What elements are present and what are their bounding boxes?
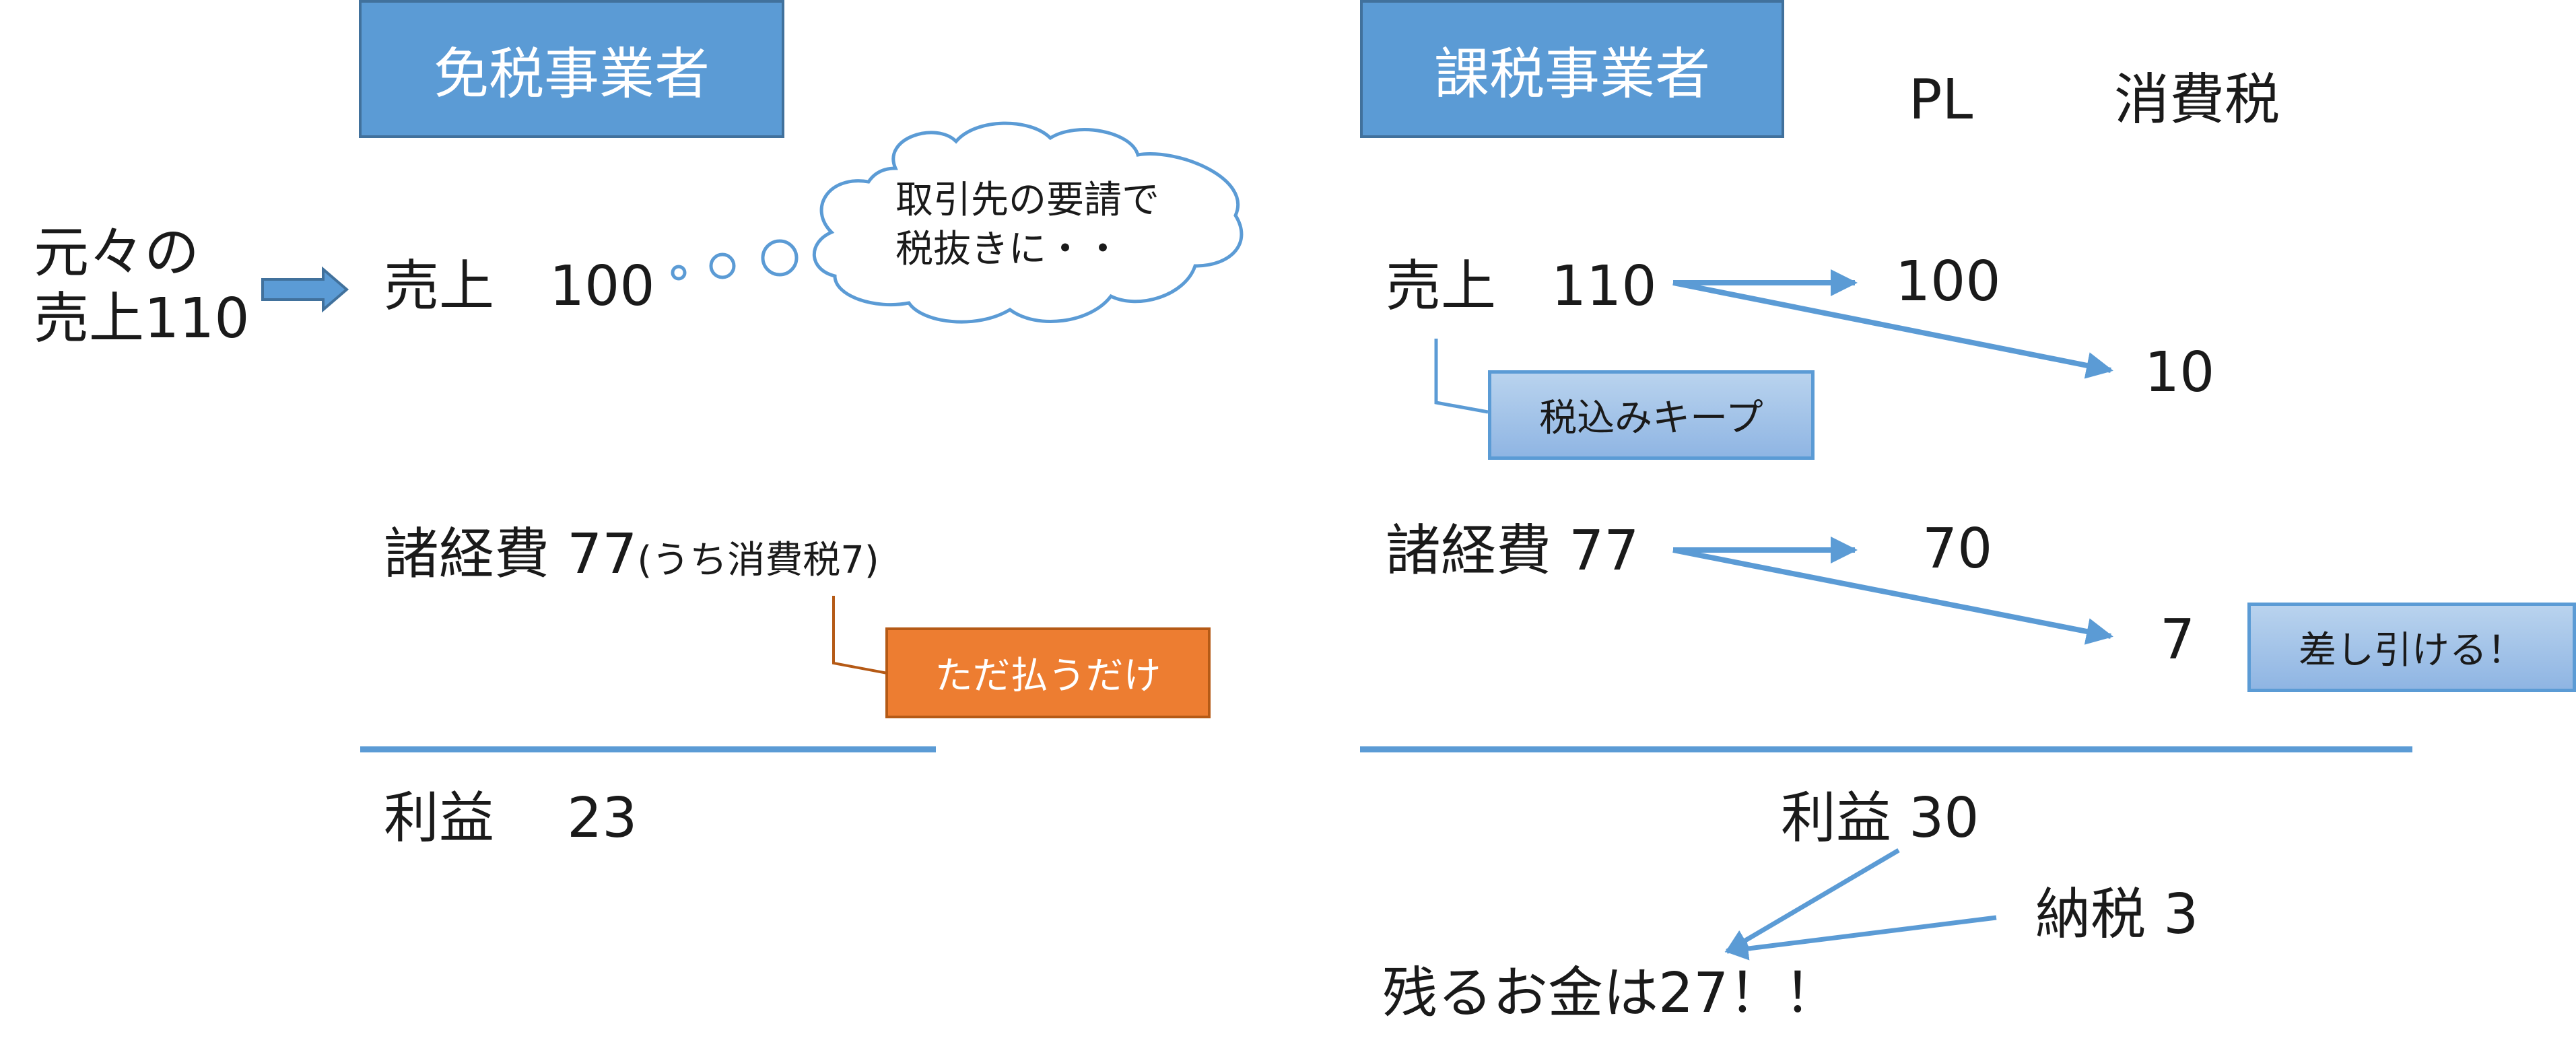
remaining-money: 残るお金は27！！ bbox=[1382, 961, 1839, 1025]
expenses-callout-leader bbox=[832, 596, 888, 675]
right-profit: 利益 30 bbox=[1781, 786, 1979, 850]
origin-label-line2: 売上110 bbox=[34, 287, 250, 351]
right-expenses: 諸経費 77 bbox=[1386, 519, 1639, 583]
left-expenses-note: (うち消費税7) bbox=[637, 539, 879, 582]
thought-text-line1: 取引先の要請で bbox=[895, 178, 1159, 222]
right-sales-callout: 税込みキープ bbox=[1488, 370, 1815, 460]
sales-to-tax-arrow bbox=[1672, 280, 2113, 379]
right-expenses-pl: 70 bbox=[1922, 517, 1993, 581]
left-expenses-callout: ただ払うだけ bbox=[885, 627, 1211, 718]
thought-bubble-icon bbox=[671, 121, 1244, 324]
column-tax: 消費税 bbox=[2114, 68, 2280, 132]
left-expenses-callout-label: ただ払うだけ bbox=[935, 654, 1161, 698]
right-sales-pl: 100 bbox=[1895, 250, 2001, 314]
right-header-label: 課税事業者 bbox=[1433, 42, 1710, 106]
left-profit: 利益 23 bbox=[384, 786, 638, 850]
left-sales: 売上 100 bbox=[384, 254, 655, 318]
right-sales: 売上 110 bbox=[1386, 254, 1657, 318]
thought-text-line2: 税抜きに・・ bbox=[895, 228, 1122, 271]
right-header: 課税事業者 bbox=[1360, 0, 1784, 138]
tax-payment: 納税 3 bbox=[2035, 883, 2199, 947]
expenses-to-tax-arrow bbox=[1672, 547, 2113, 645]
left-header-label: 免税事業者 bbox=[433, 42, 710, 106]
column-pl: PL bbox=[1909, 68, 1973, 132]
left-header: 免税事業者 bbox=[359, 0, 784, 138]
profit-to-remaining-arrow bbox=[1724, 848, 1900, 954]
right-sales-tax: 10 bbox=[2144, 341, 2215, 405]
block-arrow-icon bbox=[261, 266, 349, 313]
sales-callout-leader bbox=[1434, 339, 1489, 414]
right-expenses-tax: 7 bbox=[2160, 608, 2196, 672]
left-expenses-main: 諸経費 77 bbox=[384, 522, 638, 586]
tax-to-remaining-arrow bbox=[1724, 915, 1997, 961]
right-expenses-callout: 差し引ける！ bbox=[2247, 603, 2576, 692]
right-sales-callout-label: 税込みキープ bbox=[1539, 397, 1763, 440]
left-expenses: 諸経費 77(うち消費税7) bbox=[384, 527, 879, 582]
origin-label-line1: 元々の bbox=[34, 221, 200, 285]
right-expenses-callout-label: 差し引ける！ bbox=[2299, 629, 2525, 673]
